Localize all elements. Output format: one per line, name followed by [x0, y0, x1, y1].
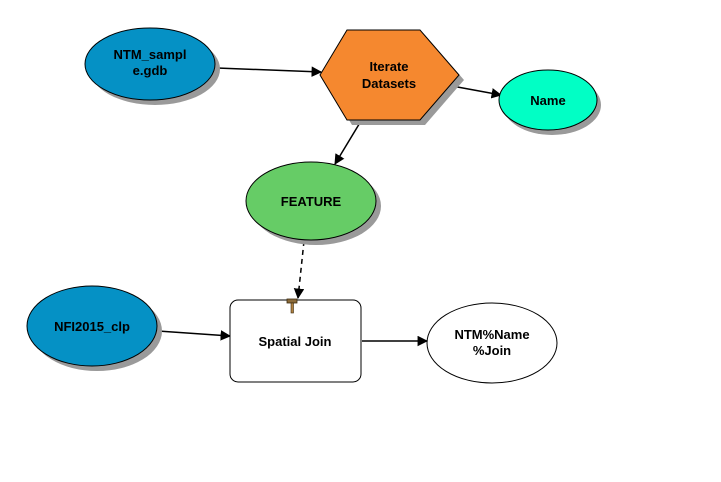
node-ntm-sample-label-2: e.gdb — [133, 63, 168, 78]
node-ntm-sample-gdb[interactable]: NTM_sampl e.gdb — [84, 27, 220, 105]
node-ntm-sample-shape — [84, 27, 216, 101]
node-iterate-label-1: Iterate — [369, 59, 408, 74]
node-nfi2015-clp[interactable]: NFI2015_clp — [26, 285, 162, 371]
node-iterate-shape — [319, 29, 460, 121]
node-feature[interactable]: FEATURE — [245, 161, 381, 245]
edge-ntm-to-iterate[interactable] — [216, 66, 323, 77]
edge-iterate-to-feature[interactable] — [334, 120, 362, 165]
node-output[interactable]: NTM%Name %Join — [426, 302, 558, 384]
node-output-label-1: NTM%Name — [454, 327, 529, 342]
edge-feature-to-spatial-join[interactable] — [293, 240, 305, 300]
node-name-shape — [498, 69, 598, 131]
connectors — [157, 66, 503, 347]
node-iterate-label-2: Datasets — [362, 76, 416, 91]
node-name[interactable]: Name — [498, 69, 601, 135]
node-feature-shape — [245, 161, 377, 241]
node-ntm-sample-label-1: NTM_sampl — [114, 47, 187, 62]
edge-iterate-to-name[interactable] — [451, 85, 503, 99]
hammer-icon — [286, 298, 298, 314]
node-spatial-join-label: Spatial Join — [259, 334, 332, 349]
node-nfi-label: NFI2015_clp — [54, 319, 130, 334]
node-iterate-datasets[interactable]: Iterate Datasets — [319, 29, 464, 125]
node-name-label: Name — [530, 93, 565, 108]
node-output-shape — [426, 302, 558, 384]
node-output-label-2: %Join — [473, 343, 511, 358]
node-nfi-shape — [26, 285, 158, 367]
node-spatial-join[interactable]: Spatial Join — [229, 298, 362, 383]
node-feature-label: FEATURE — [281, 194, 342, 209]
edge-nfi-to-spatial-join[interactable] — [157, 330, 232, 341]
